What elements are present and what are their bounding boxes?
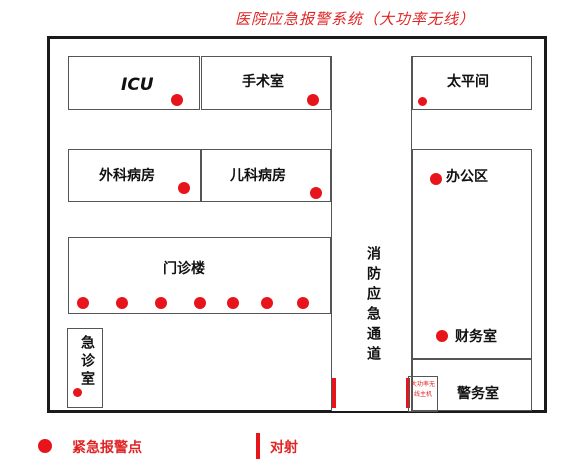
fire-emergency-corridor: 消防应急通道	[331, 56, 412, 411]
alarm-point-surgical-ward	[178, 182, 190, 194]
corridor-label: 消防应急通道	[365, 246, 381, 366]
alarm-point-surgery	[307, 94, 319, 106]
alarm-point-outpatient-4	[194, 297, 206, 309]
alarm-point-finance	[436, 330, 448, 342]
legend-alarm-label: 紧急报警点	[72, 440, 142, 456]
legend-beam-bar	[256, 433, 260, 459]
beam-sensor-left	[332, 378, 336, 408]
legend-beam-label: 对射	[270, 440, 298, 456]
alarm-point-office	[430, 173, 442, 185]
room-office-label: 办公区	[446, 169, 488, 185]
room-morgue-label: 太平间	[447, 74, 489, 90]
room-finance-label: 财务室	[455, 329, 497, 345]
alarm-point-outpatient-1	[77, 297, 89, 309]
room-emergency-label: 急诊室	[79, 335, 95, 389]
alarm-point-outpatient-6	[261, 297, 273, 309]
alarm-point-outpatient-2	[116, 297, 128, 309]
diagram-title: 医院应急报警系统（大功率无线）	[234, 10, 475, 28]
room-surgical-ward-label: 外科病房	[99, 168, 155, 184]
room-morgue: 太平间	[412, 56, 532, 110]
room-surgical-ward: 外科病房	[68, 149, 201, 202]
legend-alarm-dot	[38, 439, 52, 453]
room-icu-label: ICU	[121, 75, 154, 95]
alarm-point-outpatient-3	[155, 297, 167, 309]
room-outpatient-label: 门诊楼	[163, 261, 205, 277]
hospital-floor-outline	[47, 36, 547, 413]
alarm-point-outpatient-5	[227, 297, 239, 309]
alarm-point-emergency	[73, 388, 82, 397]
room-surgery-label: 手术室	[242, 74, 284, 90]
alarm-point-icu	[171, 94, 183, 106]
alarm-point-outpatient-7	[297, 297, 309, 309]
room-security: 警务室	[412, 359, 532, 411]
room-pediatric-ward: 儿科病房	[201, 149, 331, 202]
room-security-label: 警务室	[457, 386, 499, 402]
alarm-point-morgue	[418, 97, 427, 106]
alarm-point-pediatric-ward	[310, 187, 322, 199]
room-pediatric-ward-label: 儿科病房	[230, 168, 286, 184]
room-emergency: 急诊室	[67, 328, 103, 408]
wireless-host-box: 大功率无线主机	[408, 376, 438, 412]
